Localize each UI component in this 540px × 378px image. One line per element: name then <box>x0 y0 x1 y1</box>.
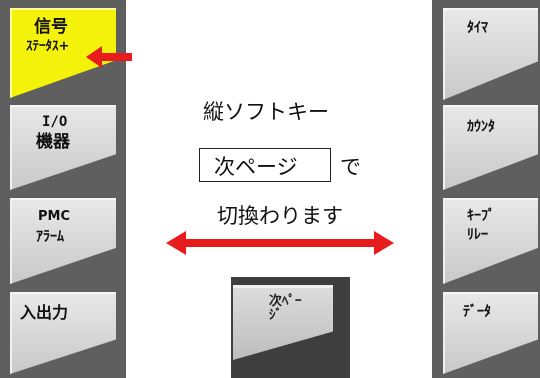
double-headed-arrow-icon <box>166 231 394 255</box>
softkey-label: 信号 <box>34 17 68 37</box>
softkey-label: ﾘﾚｰ <box>467 227 488 243</box>
red-left-arrow-icon <box>86 46 132 68</box>
instruction-particle: で <box>340 155 361 179</box>
softkey-label: 入出力 <box>20 303 69 322</box>
next-page-label: 次ページ <box>214 155 298 179</box>
softkey-label: ｷｰﾌﾟ <box>467 208 495 224</box>
photo-key-label: 次ﾍﾟｰ ｼﾞ <box>269 294 302 324</box>
instruction-line-1: 縦ソフトキー <box>203 100 329 124</box>
next-page-box <box>199 148 331 182</box>
softkey-label: ﾀｲﾏ <box>467 20 488 36</box>
softkey-label: ｱﾗｰﾑ <box>36 229 64 245</box>
instruction-line-3: 切換わります <box>217 204 343 228</box>
softkey-label: ﾃﾞｰﾀ <box>463 304 491 320</box>
softkey-label: PMC <box>38 209 71 224</box>
softkey-label: ｽﾃｰﾀｽ+ <box>26 39 70 54</box>
next-page-key-photo: 次ﾍﾟｰ ｼﾞ <box>231 277 350 378</box>
softkey-label: I/O <box>42 114 68 130</box>
softkey-label: 機器 <box>36 132 70 152</box>
softkey-label: ｶｳﾝﾀ <box>467 119 495 135</box>
